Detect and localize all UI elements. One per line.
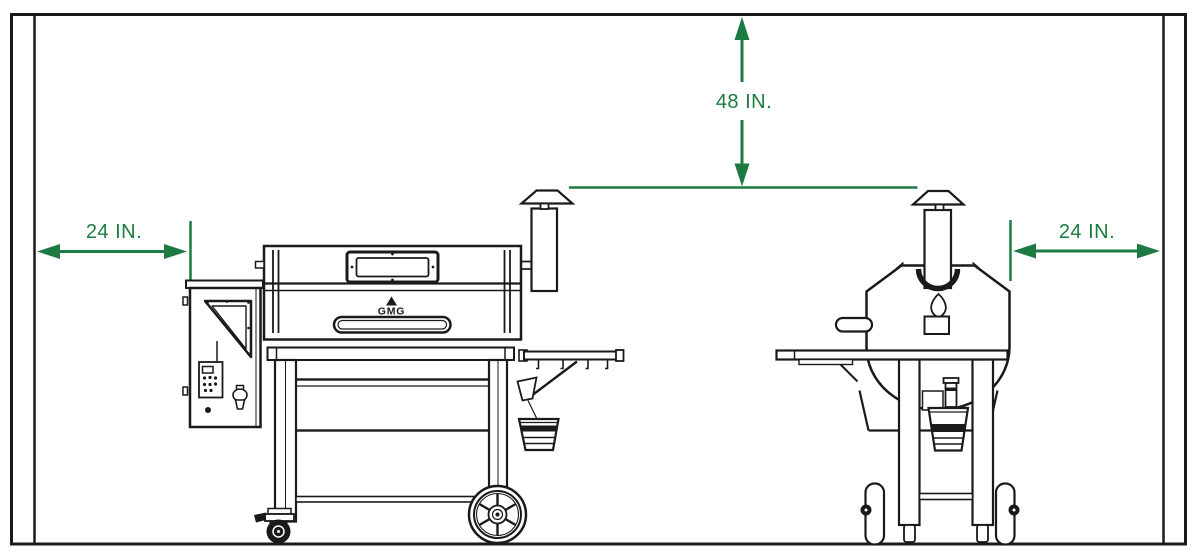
front-foot-left [903, 524, 916, 543]
logo-text: GMG [378, 306, 405, 318]
front-shelf-tray [798, 358, 854, 366]
grease-funnel [516, 376, 538, 402]
front-grease-assembly [921, 377, 970, 452]
hanging-loop [930, 292, 947, 318]
dimension-top: 48 IN. [569, 17, 918, 189]
shelf-brace [525, 360, 578, 401]
control-panel [198, 361, 224, 399]
bucket-wire [527, 400, 538, 420]
chimney-pipe [530, 207, 559, 293]
arrowhead-left-icon [1013, 243, 1036, 259]
arrowhead-down-icon [734, 163, 750, 187]
gmg-logo: GMG [378, 296, 405, 318]
dimension-label: 48 IN. [716, 91, 772, 113]
lid-hinge-tab [254, 260, 265, 269]
lid-hinge-bands [272, 250, 511, 333]
chimney-cap [518, 189, 576, 205]
dimension-label: 24 IN. [86, 221, 142, 243]
grease-bucket [517, 417, 560, 452]
room-outline [10, 13, 1187, 546]
logo-mountain-icon [386, 296, 397, 306]
hopper-latch-lower [182, 386, 189, 396]
bottle-opener [232, 384, 248, 410]
hopper-latch-upper [182, 296, 189, 306]
spoked-wheel [467, 484, 528, 545]
pellet-window-inner [211, 305, 247, 350]
front-shelf [775, 349, 1009, 361]
dimension-left: 24 IN. [37, 221, 192, 281]
front-foot-right [976, 524, 989, 543]
arrowhead-right-icon [164, 244, 187, 259]
side-shelf [518, 349, 625, 401]
lid-window-glass [355, 257, 430, 278]
lid-handle [332, 315, 452, 334]
chimney-cap-stem [539, 202, 550, 210]
cart-frame-endcap-left [266, 346, 278, 361]
chimney-collar [915, 268, 961, 292]
lid-window-screws [350, 252, 435, 282]
barrel-shoulder-notches [896, 261, 980, 270]
cart-panel [275, 378, 508, 432]
front-wheels [860, 482, 1020, 546]
grill-lid-body [262, 244, 523, 341]
front-handle [834, 316, 874, 333]
front-leg-right [971, 358, 995, 527]
grill-front-view [775, 189, 1020, 546]
chimney-duct [521, 260, 532, 270]
lid-window-frame [345, 250, 440, 284]
front-crossbar [918, 492, 974, 501]
front-chimney-stem [934, 203, 945, 211]
dimension-label: 24 IN. [1059, 221, 1115, 243]
arrowhead-left-icon [37, 244, 60, 259]
hanging-tag [923, 315, 950, 335]
cart-frame [266, 346, 515, 361]
front-shelf-brace [839, 363, 859, 383]
cart-crossbar [295, 495, 485, 503]
drain-pipe [944, 382, 958, 408]
front-chimney-pipe [923, 208, 953, 290]
dimension-right: 24 IN. [1009, 220, 1160, 281]
front-chimney-cap [910, 189, 967, 206]
front-leg-left [897, 358, 921, 527]
pellet-window-screws [206, 300, 250, 355]
lid-handle-inner [337, 319, 448, 330]
arrowhead-up-icon [734, 17, 750, 40]
control-display [201, 365, 214, 374]
drain-band [945, 387, 957, 391]
room-border [10, 13, 1187, 546]
cart-frame-endcap-right [504, 346, 515, 361]
caster-wheel [254, 507, 295, 544]
hopper-box [188, 286, 262, 429]
power-dot [205, 407, 211, 413]
grill-side-view: GMG [182, 189, 625, 545]
control-buttons [202, 375, 218, 393]
arrowhead-right-icon [1137, 243, 1160, 259]
